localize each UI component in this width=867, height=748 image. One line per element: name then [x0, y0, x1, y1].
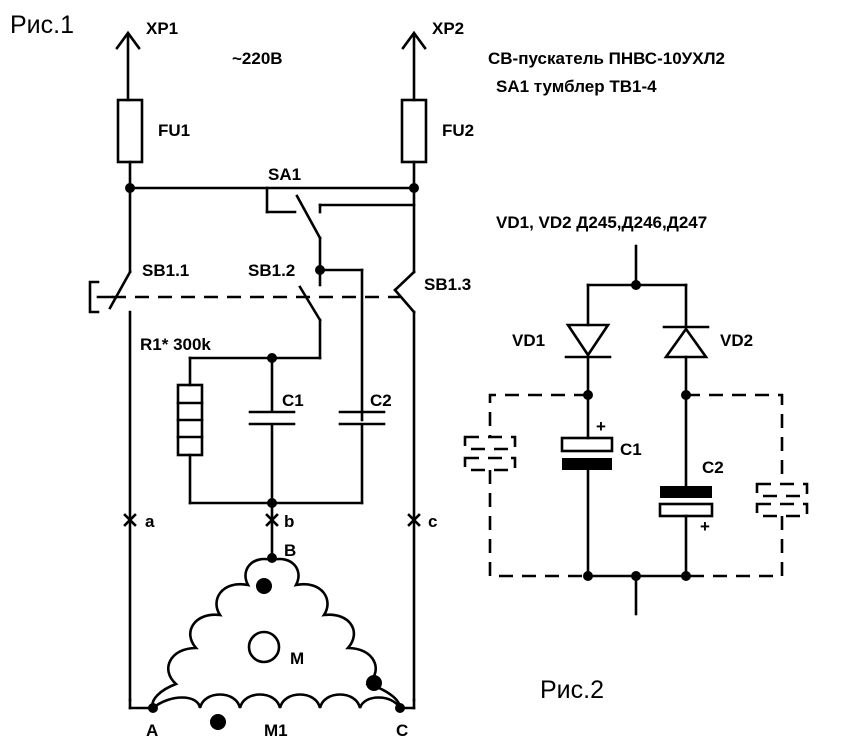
point-b-label: b	[284, 512, 294, 531]
diode-vd2	[662, 325, 710, 359]
voltage-label: ~220В	[232, 49, 283, 68]
winding-start-dot	[210, 714, 226, 730]
note-line2: SA1 тумблер ТВ1-4	[496, 77, 657, 96]
c2-plus: +	[700, 517, 710, 536]
fu1-label: FU1	[158, 121, 190, 140]
fig2-c1-label: C1	[620, 440, 642, 459]
winding-start-dot	[366, 675, 382, 691]
point-a-label: a	[145, 512, 155, 531]
diode-vd1	[564, 323, 612, 359]
node-c-label: C	[396, 721, 408, 740]
fig1-title: Рис.1	[10, 11, 74, 39]
optional-capacitor-right	[755, 482, 809, 518]
xp2-label: XP2	[432, 19, 464, 38]
c2-label: C2	[370, 391, 392, 410]
fig2-title: Рис.2	[540, 676, 604, 704]
junction-dot	[681, 571, 691, 581]
switch-sa1	[265, 186, 416, 270]
sb12-label: SB1.2	[248, 261, 295, 280]
pushbutton-sb1-actuator	[88, 280, 114, 314]
sb13-label: SB1.3	[424, 275, 471, 294]
junction-dot	[267, 498, 277, 508]
capacitor-c1	[248, 410, 296, 426]
fuse-fu2	[400, 98, 428, 164]
capacitor-c2	[338, 410, 386, 426]
xp2-terminal	[401, 30, 427, 102]
note-line1: СВ-пускатель ПНВС-10УХЛ2	[488, 49, 725, 68]
motor-windings	[151, 557, 402, 710]
r1-label: R1* 300k	[140, 335, 211, 354]
c1-label: C1	[282, 391, 304, 410]
point-c-label: c	[428, 512, 437, 531]
contact-sb1-3	[393, 270, 416, 702]
junction-dot	[125, 183, 135, 193]
vd2-label: VD2	[720, 331, 753, 350]
vd1-label: VD1	[512, 331, 545, 350]
fu2-label: FU2	[442, 121, 474, 140]
test-point-c	[407, 513, 421, 527]
node-a-dot	[148, 703, 158, 713]
xp1-label: XP1	[146, 19, 178, 38]
node-c-dot	[395, 703, 405, 713]
diodes-spec: VD1, VD2 Д245,Д246,Д247	[496, 213, 707, 232]
fig2-c2-label: C2	[702, 458, 724, 477]
contact-sb1-2	[270, 273, 322, 360]
test-point-b	[265, 513, 279, 527]
capacitor-c2-electrolytic	[658, 486, 714, 518]
contact-sb1-1	[108, 270, 132, 702]
c1-plus: +	[596, 417, 606, 436]
motor-ref-label: M1	[264, 721, 288, 740]
sa1-label: SA1	[268, 165, 301, 184]
node-a-label: A	[146, 721, 158, 740]
test-point-a	[123, 513, 137, 527]
capacitor-c1-electrolytic	[560, 436, 614, 470]
motor-rotor	[247, 630, 281, 664]
junction-dot	[583, 571, 593, 581]
node-b-label: B	[284, 541, 296, 560]
optional-capacitor-left	[463, 435, 517, 472]
winding-start-dot	[256, 578, 272, 594]
xp1-terminal	[115, 30, 141, 102]
fuse-fu1	[116, 98, 144, 164]
junction-dot	[409, 183, 419, 193]
sb11-label: SB1.1	[142, 261, 189, 280]
resistor-r1	[176, 383, 204, 457]
motor-label: M	[290, 649, 304, 668]
